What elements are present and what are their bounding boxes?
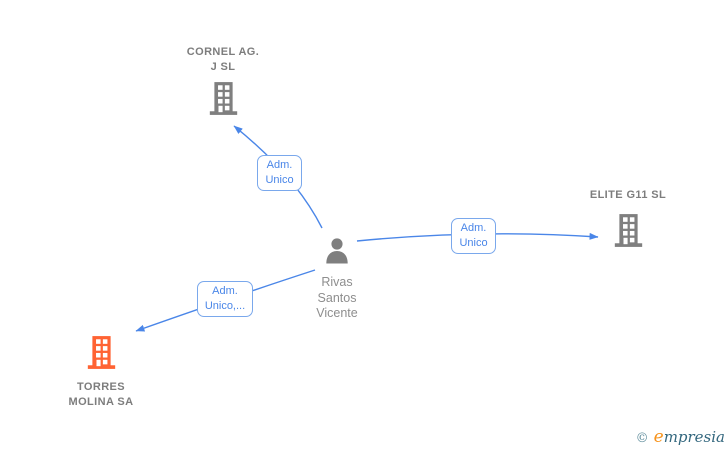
company-node-cornel[interactable]: CORNEL AG. J SL <box>143 45 303 120</box>
edge-label-adm-unico-elite: Adm. Unico <box>451 218 496 254</box>
person-name: Rivas Santos Vicente <box>316 275 357 322</box>
person-name-line: Rivas <box>321 275 353 289</box>
brand-initial: e <box>653 427 664 447</box>
person-node[interactable]: Rivas Santos Vicente <box>277 237 397 322</box>
edge-label-adm-unico-torres: Adm. Unico,... <box>197 281 253 317</box>
edge-label-line: Unico <box>459 237 488 249</box>
building-icon <box>86 336 117 374</box>
edge-label-line: Adm. <box>460 222 487 234</box>
company-name-line: J SL <box>210 61 236 73</box>
person-icon <box>324 237 350 269</box>
company-node-torres[interactable]: TORRES MOLINA SA <box>21 336 181 410</box>
person-name-line: Vicente <box>316 306 358 320</box>
person-name-line: Santos <box>317 290 357 305</box>
edge-label-adm-unico-cornel: Adm. Unico <box>257 155 302 191</box>
company-name-line: CORNEL AG. <box>186 46 260 58</box>
copyright-icon: © <box>635 431 649 446</box>
building-icon <box>208 82 239 120</box>
edge-label-line: Unico <box>265 174 294 186</box>
brand-rest: mpresia <box>663 428 725 446</box>
empresia-logo: © empresia <box>636 427 725 447</box>
company-name-elite: ELITE G11 SL <box>590 188 666 203</box>
company-name-torres: TORRES MOLINA SA <box>69 380 134 410</box>
company-node-elite[interactable]: ELITE G11 SL <box>548 188 708 252</box>
company-name-cornel: CORNEL AG. J SL <box>187 45 259 75</box>
edge-label-line: Unico,... <box>204 300 246 312</box>
edge-label-line: Adm. <box>212 285 238 297</box>
edge-label-line: Adm. <box>266 159 293 171</box>
company-name-line: ELITE G11 SL <box>589 189 667 201</box>
brand-wordmark: empresia <box>654 427 725 447</box>
company-name-line: MOLINA SA <box>68 396 134 408</box>
building-icon <box>613 214 644 252</box>
company-name-line: TORRES <box>76 381 126 393</box>
